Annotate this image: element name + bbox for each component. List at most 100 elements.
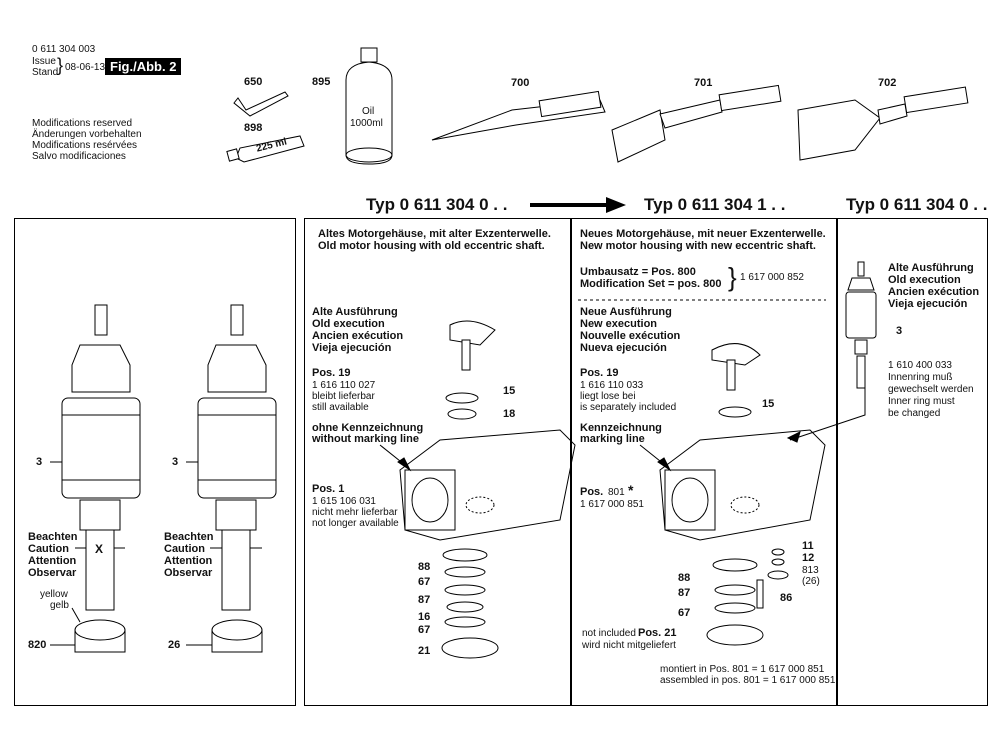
armature-left-a bbox=[61, 304, 141, 653]
label-88-old: 88 bbox=[418, 561, 431, 573]
hex-key-650 bbox=[233, 91, 289, 117]
far-old-exec-1: Alte Ausführung bbox=[888, 262, 974, 274]
far-label-3: 3 bbox=[896, 325, 903, 337]
armature-left-b bbox=[197, 304, 277, 653]
part-label-895: 895 bbox=[312, 76, 331, 88]
part-label-701: 701 bbox=[694, 77, 713, 89]
old-exec-3: Ancien exécution bbox=[312, 330, 404, 342]
caution-b-2: Caution bbox=[164, 543, 205, 555]
caution-b-1: Beachten bbox=[164, 531, 214, 543]
x-mark: X bbox=[95, 542, 104, 556]
label-16: 16 bbox=[418, 611, 431, 623]
label-88-new: 88 bbox=[678, 572, 691, 584]
label-67-old-b: 67 bbox=[418, 624, 431, 636]
leader-lines-left bbox=[50, 461, 262, 646]
type-heading-far: Typ 0 611 304 0 . . bbox=[846, 195, 988, 214]
new-exec-1: Neue Ausführung bbox=[580, 306, 672, 318]
pos801-label: Pos. bbox=[580, 486, 604, 498]
caution-b-4: Observar bbox=[164, 567, 213, 579]
gelb-label: gelb bbox=[50, 600, 69, 611]
modification-set: Modification Set = pos. 800 bbox=[580, 278, 722, 290]
far-note-4: be changed bbox=[888, 408, 941, 419]
old-heading-de: Altes Motorgehäuse, mit alter Exzenterwe… bbox=[318, 228, 551, 240]
label-3-a: 3 bbox=[36, 456, 43, 468]
marking-en: marking line bbox=[580, 433, 645, 445]
grease-tube-898 bbox=[226, 135, 305, 163]
caution-a-3: Attention bbox=[28, 555, 77, 567]
label-21-old: 21 bbox=[418, 645, 431, 657]
new-pos19-line3: is separately included bbox=[580, 402, 677, 413]
part-label-702: 702 bbox=[878, 77, 897, 89]
modification-note-de: Änderungen vorbehalten bbox=[32, 129, 142, 140]
no-marking-en: without marking line bbox=[312, 433, 419, 445]
old-pos1-line2: nicht mehr lieferbar bbox=[312, 507, 398, 518]
motor-housing-new bbox=[659, 343, 826, 646]
old-pos19-line1: 1 616 110 027 bbox=[312, 380, 376, 391]
label-813: 813 bbox=[802, 565, 819, 576]
label-87-new: 87 bbox=[678, 587, 691, 599]
new-heading-en: New motor housing with new eccentric sha… bbox=[580, 240, 816, 252]
panel-armature bbox=[14, 218, 296, 706]
part-label-26: 26 bbox=[168, 639, 181, 651]
pos801-num: 801 bbox=[608, 487, 625, 498]
pos801-number: 1 617 000 851 bbox=[580, 499, 644, 510]
no-marking-de: ohne Kennzeichnung bbox=[312, 422, 424, 434]
modification-note-en: Modifications reserved bbox=[32, 118, 133, 129]
issue-date: 08-06-13 bbox=[65, 62, 106, 73]
panel-new-housing bbox=[570, 218, 838, 706]
pos21-label: Pos. 21 bbox=[638, 627, 677, 639]
brace: } bbox=[57, 55, 64, 75]
set-number: 1 617 000 852 bbox=[740, 272, 804, 283]
footnote-de: montiert in Pos. 801 = 1 617 000 851 bbox=[660, 664, 825, 675]
far-note-3: Inner ring must bbox=[888, 396, 955, 407]
old-pos19-line3: still available bbox=[312, 402, 369, 413]
caution-a-2: Caution bbox=[28, 543, 69, 555]
brace-set: } bbox=[728, 262, 737, 292]
stand-label: Stand bbox=[32, 67, 59, 78]
pos801-star: * bbox=[628, 482, 634, 498]
far-old-exec-3: Ancien exécution bbox=[888, 286, 980, 298]
armature-far-right bbox=[845, 261, 877, 389]
not-included-de: wird nicht mitgeliefert bbox=[582, 640, 676, 651]
type-heading-new: Typ 0 611 304 1 . . bbox=[644, 195, 786, 214]
far-old-exec-4: Vieja ejecución bbox=[888, 298, 968, 310]
modification-note-fr: Modifications resérvées bbox=[32, 140, 138, 151]
not-included: not included bbox=[582, 628, 636, 639]
part-label-820: 820 bbox=[28, 639, 47, 651]
far-part-number: 1 610 400 033 bbox=[888, 360, 952, 371]
pointed-chisel-700 bbox=[431, 90, 606, 141]
caution-b-3: Attention bbox=[164, 555, 213, 567]
panel-old-housing bbox=[304, 218, 572, 706]
modification-note-es: Salvo modificaciones bbox=[32, 151, 126, 162]
label-26-paren: (26) bbox=[802, 576, 820, 587]
oil-bottle-volume: 1000ml bbox=[350, 118, 383, 129]
new-heading-de: Neues Motorgehäuse, mit neuer Exzenterwe… bbox=[580, 228, 826, 240]
umbausatz: Umbausatz = Pos. 800 bbox=[580, 266, 696, 278]
far-note-2: gewechselt werden bbox=[888, 384, 974, 395]
far-note-1: Innenring muß bbox=[888, 372, 953, 383]
spade-chisel-702 bbox=[797, 86, 969, 161]
old-pos1-line1: 1 615 106 031 bbox=[312, 496, 376, 507]
part-number: 0 611 304 003 bbox=[32, 44, 96, 55]
label-15-new: 15 bbox=[762, 398, 775, 410]
old-pos19-label: Pos. 19 bbox=[312, 367, 351, 379]
old-pos1-label: Pos. 1 bbox=[312, 483, 345, 495]
label-67-old-a: 67 bbox=[418, 576, 431, 588]
oil-bottle-text: Oil bbox=[362, 106, 375, 117]
new-exec-4: Nueva ejecución bbox=[580, 342, 667, 354]
issue-label: Issue bbox=[32, 56, 56, 67]
oil-bottle-895 bbox=[345, 47, 393, 165]
new-exec-2: New execution bbox=[580, 318, 658, 330]
type-heading-old: Typ 0 611 304 0 . . bbox=[366, 195, 508, 214]
figure-label: Fig./Abb. 2 bbox=[105, 58, 182, 75]
yellow-label: yellow bbox=[40, 589, 68, 600]
caution-a-4: Observar bbox=[28, 567, 77, 579]
footnote-en: assembled in pos. 801 = 1 617 000 851 bbox=[660, 675, 836, 686]
old-heading-en: Old motor housing with old eccentric sha… bbox=[318, 240, 545, 252]
motor-housing-old bbox=[399, 320, 576, 659]
flat-chisel-701 bbox=[611, 84, 782, 163]
part-label-700: 700 bbox=[511, 77, 530, 89]
arrow-right-icon bbox=[530, 197, 626, 213]
old-exec-1: Alte Ausführung bbox=[312, 306, 398, 318]
